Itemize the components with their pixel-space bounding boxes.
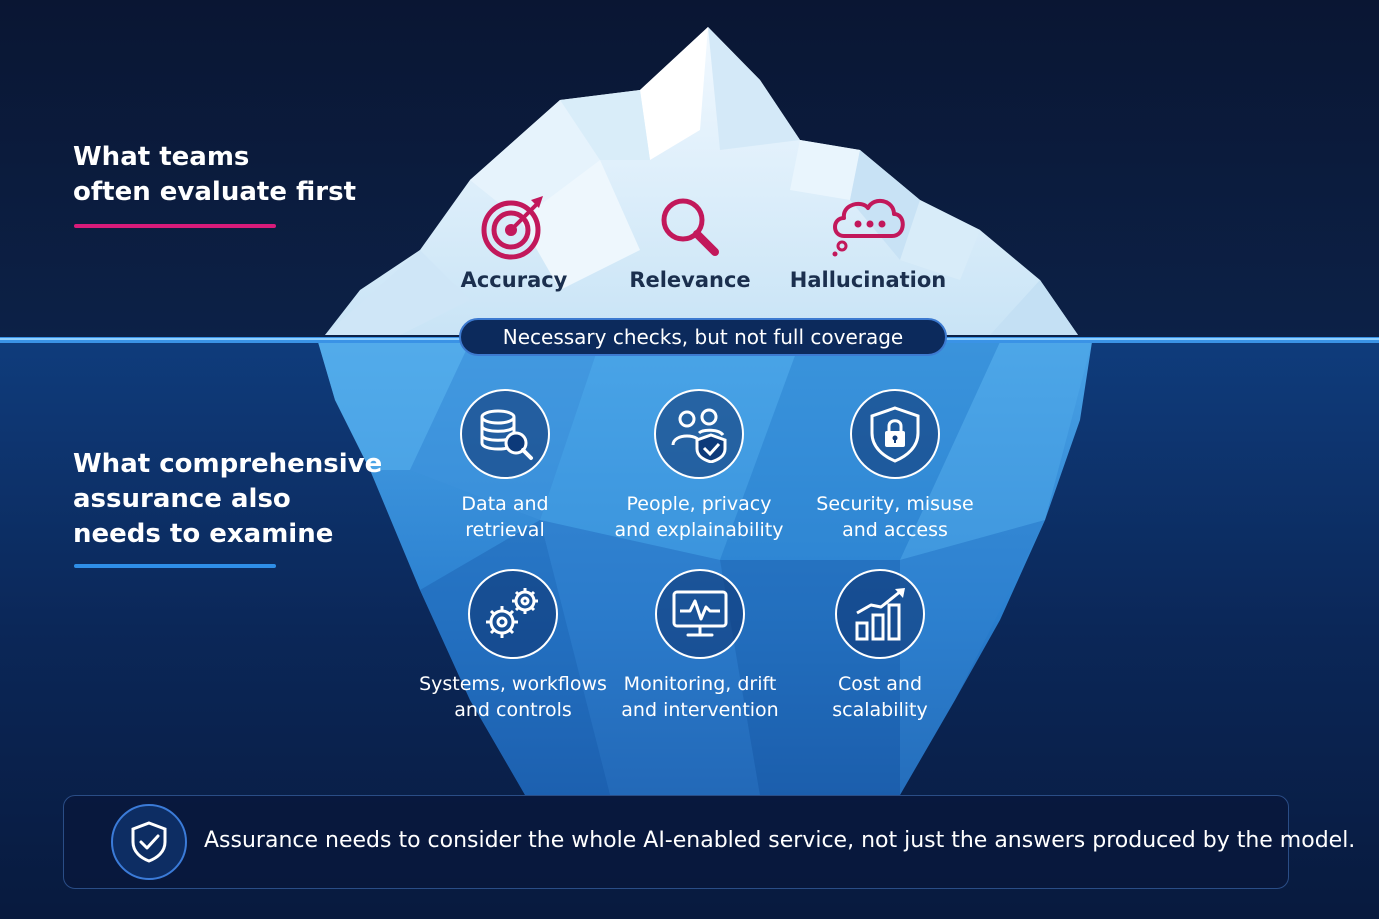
icon-ring [468, 569, 558, 659]
icon-ring [655, 569, 745, 659]
top-item-accuracy: Accuracy [424, 192, 604, 292]
icon-ring [835, 569, 925, 659]
icon-ring [654, 389, 744, 479]
lock-shield-icon [870, 406, 920, 463]
top-item-relevance: Relevance [600, 192, 780, 292]
magnifier-icon [661, 198, 719, 256]
under-item-label: Systems, workflows and controls [419, 673, 607, 721]
top-item-label: Accuracy [460, 268, 568, 292]
under-item-label: Cost and scalability [832, 673, 928, 721]
above-water-heading: What teams often evaluate first [73, 142, 357, 207]
icon-ring [850, 389, 940, 479]
shield-check-icon [131, 821, 167, 863]
under-item-people-privacy: People, privacy and explainability [604, 389, 794, 543]
top-item-hallucination: Hallucination [778, 192, 958, 292]
target-icon [481, 196, 543, 260]
under-item-security: Security, misuse and access [800, 389, 990, 543]
callout-icon-ring [111, 804, 187, 880]
callout-text: Assurance needs to consider the whole AI… [204, 828, 1356, 853]
below-heading-underline [74, 564, 276, 568]
gears-icon [486, 588, 538, 638]
under-item-data-retrieval: Data and retrieval [410, 389, 600, 543]
under-item-label: Monitoring, drift and intervention [621, 673, 779, 721]
database-search-icon [480, 409, 533, 460]
footer-callout: Assurance needs to consider the whole AI… [63, 795, 1355, 889]
under-item-cost: Cost and scalability [785, 569, 975, 723]
thought-bubble-icon [832, 198, 905, 257]
bar-growth-icon [855, 588, 905, 641]
under-item-label: People, privacy and explainability [614, 493, 784, 541]
under-item-label: Security, misuse and access [816, 493, 974, 541]
below-water-heading: What comprehensive assurance also needs … [73, 449, 383, 549]
under-item-label: Data and retrieval [461, 493, 549, 541]
under-item-monitoring: Monitoring, drift and intervention [605, 569, 795, 723]
icon-ring [460, 389, 550, 479]
people-shield-icon [671, 408, 727, 463]
coverage-banner: Necessary checks, but not full coverage [459, 318, 947, 356]
above-heading-underline [74, 224, 276, 228]
monitor-pulse-icon [672, 590, 728, 637]
top-item-label: Hallucination [789, 268, 947, 292]
top-item-label: Relevance [629, 268, 751, 292]
under-item-systems: Systems, workflows and controls [418, 569, 608, 723]
